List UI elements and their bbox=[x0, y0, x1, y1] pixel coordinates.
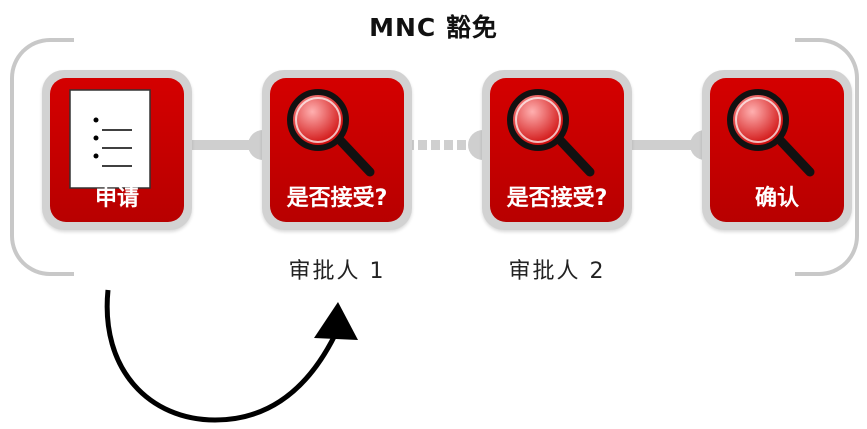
step-confirm: 确认 bbox=[702, 70, 852, 230]
right-bracket bbox=[795, 38, 859, 276]
step-label: 确认 bbox=[754, 186, 799, 211]
step-apply: 申请 bbox=[42, 70, 192, 230]
left-bracket bbox=[10, 38, 74, 276]
magnifier-icon bbox=[507, 89, 595, 177]
step-approve-2: 是否接受? bbox=[482, 70, 632, 230]
magnifier-icon bbox=[727, 89, 815, 177]
curved-arrow bbox=[104, 289, 358, 423]
step-label: 是否接受? bbox=[506, 186, 608, 211]
approver-1-label: 审批人 1 bbox=[288, 259, 386, 284]
connector-1 bbox=[190, 140, 270, 150]
connector-2-dashed bbox=[405, 140, 490, 150]
magnifier-icon bbox=[287, 89, 375, 177]
diagram-title: MNC 豁免 bbox=[369, 13, 498, 42]
document-icon bbox=[69, 89, 151, 189]
approver-2-label: 审批人 2 bbox=[508, 259, 606, 284]
step-label: 是否接受? bbox=[286, 186, 388, 211]
step-approve-1: 是否接受? bbox=[262, 70, 412, 230]
connector-3 bbox=[625, 140, 710, 150]
step-label: 申请 bbox=[94, 186, 139, 211]
